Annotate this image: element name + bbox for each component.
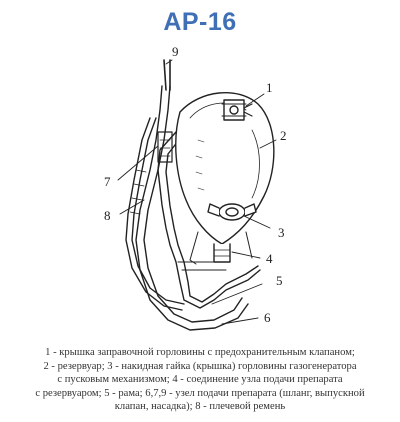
callout-5: 5	[276, 273, 283, 288]
caption-line: клапан, насадка); 8 - плечевой ремень	[114, 401, 286, 413]
shoulder-strap-illustration	[125, 117, 185, 311]
caption-line: 2 - резервуар; 3 - накидная гайка (крышк…	[43, 360, 357, 372]
hose-illustration	[135, 59, 249, 331]
callout-3: 3	[278, 225, 285, 240]
frame-illustration	[157, 131, 261, 309]
union-nut-illustration	[207, 203, 257, 221]
callout-1: 1	[266, 80, 273, 95]
callout-6: 6	[264, 310, 271, 325]
caption-line: с пусковым механизмом; 4 - соединение уз…	[57, 374, 343, 386]
caption-line: 1 - крышка заправочной горловины с предо…	[45, 347, 355, 358]
callout-9: 9	[172, 44, 179, 59]
callout-7: 7	[104, 174, 111, 189]
callout-8: 8	[104, 208, 111, 223]
callout-4: 4	[266, 251, 273, 266]
filler-cap-illustration	[221, 99, 253, 121]
caption-line: с резервуаром; 5 - рама; 6,7,9 - узел по…	[35, 387, 365, 399]
figure-caption: 1 - крышка заправочной горловины с предо…	[6, 346, 394, 414]
callout-2: 2	[280, 128, 287, 143]
connection-illustration	[189, 231, 253, 265]
leader-lines	[117, 59, 277, 325]
page-title: АР-16	[163, 8, 237, 36]
